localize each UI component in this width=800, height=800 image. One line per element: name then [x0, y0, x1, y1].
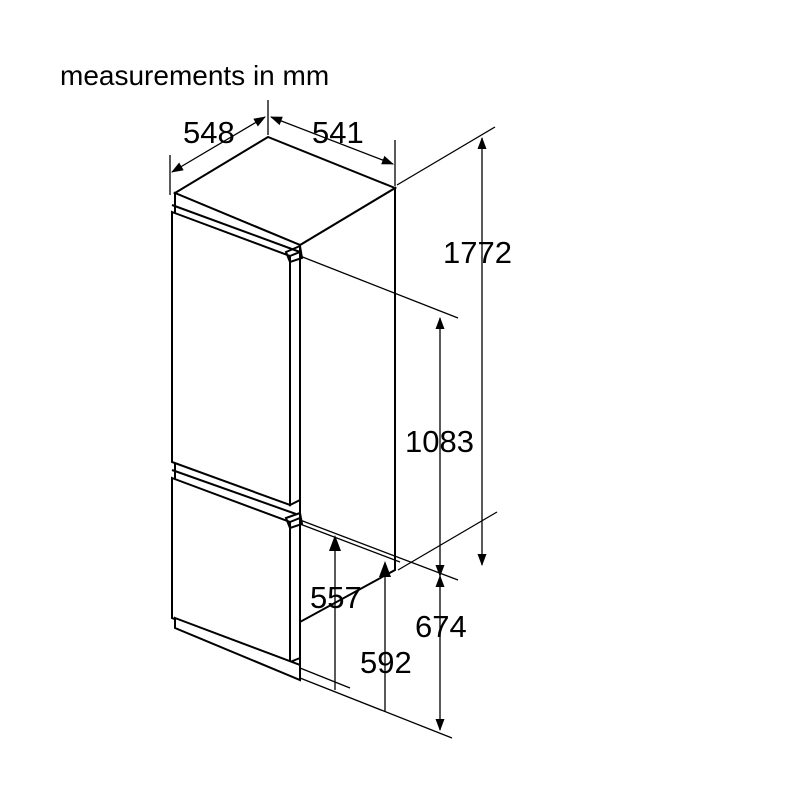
width-label: 541 [312, 115, 364, 150]
cabinet-side-panel [299, 186, 396, 624]
dimension-arrows [171, 116, 487, 731]
lower-door-edge [289, 516, 301, 664]
diagram-title: measurements in mm [60, 60, 329, 91]
lower-door-height-label: 557 [310, 580, 362, 615]
dimension-labels: 548 541 1772 1083 557 592 674 [183, 115, 512, 680]
niche-lower-height-label: 674 [415, 609, 467, 644]
extension-lines [169, 100, 498, 739]
arrowhead-up-557 [329, 535, 341, 551]
depth-label: 548 [183, 115, 235, 150]
lower-section-height-label: 592 [360, 645, 412, 680]
total-height-label: 1772 [443, 235, 512, 270]
appliance-body [171, 135, 398, 682]
top-front-strip [171, 204, 301, 253]
depth-arrow [171, 116, 266, 173]
width-arrow [270, 116, 394, 165]
upper-door-height-label: 1083 [405, 424, 474, 459]
arrowhead-up-592 [379, 561, 391, 577]
upper-door-hinge [284, 244, 304, 264]
upper-door [171, 210, 291, 507]
upper-door-edge [289, 250, 301, 507]
cabinet-plinth [174, 616, 301, 682]
door-gap-line [171, 469, 297, 515]
